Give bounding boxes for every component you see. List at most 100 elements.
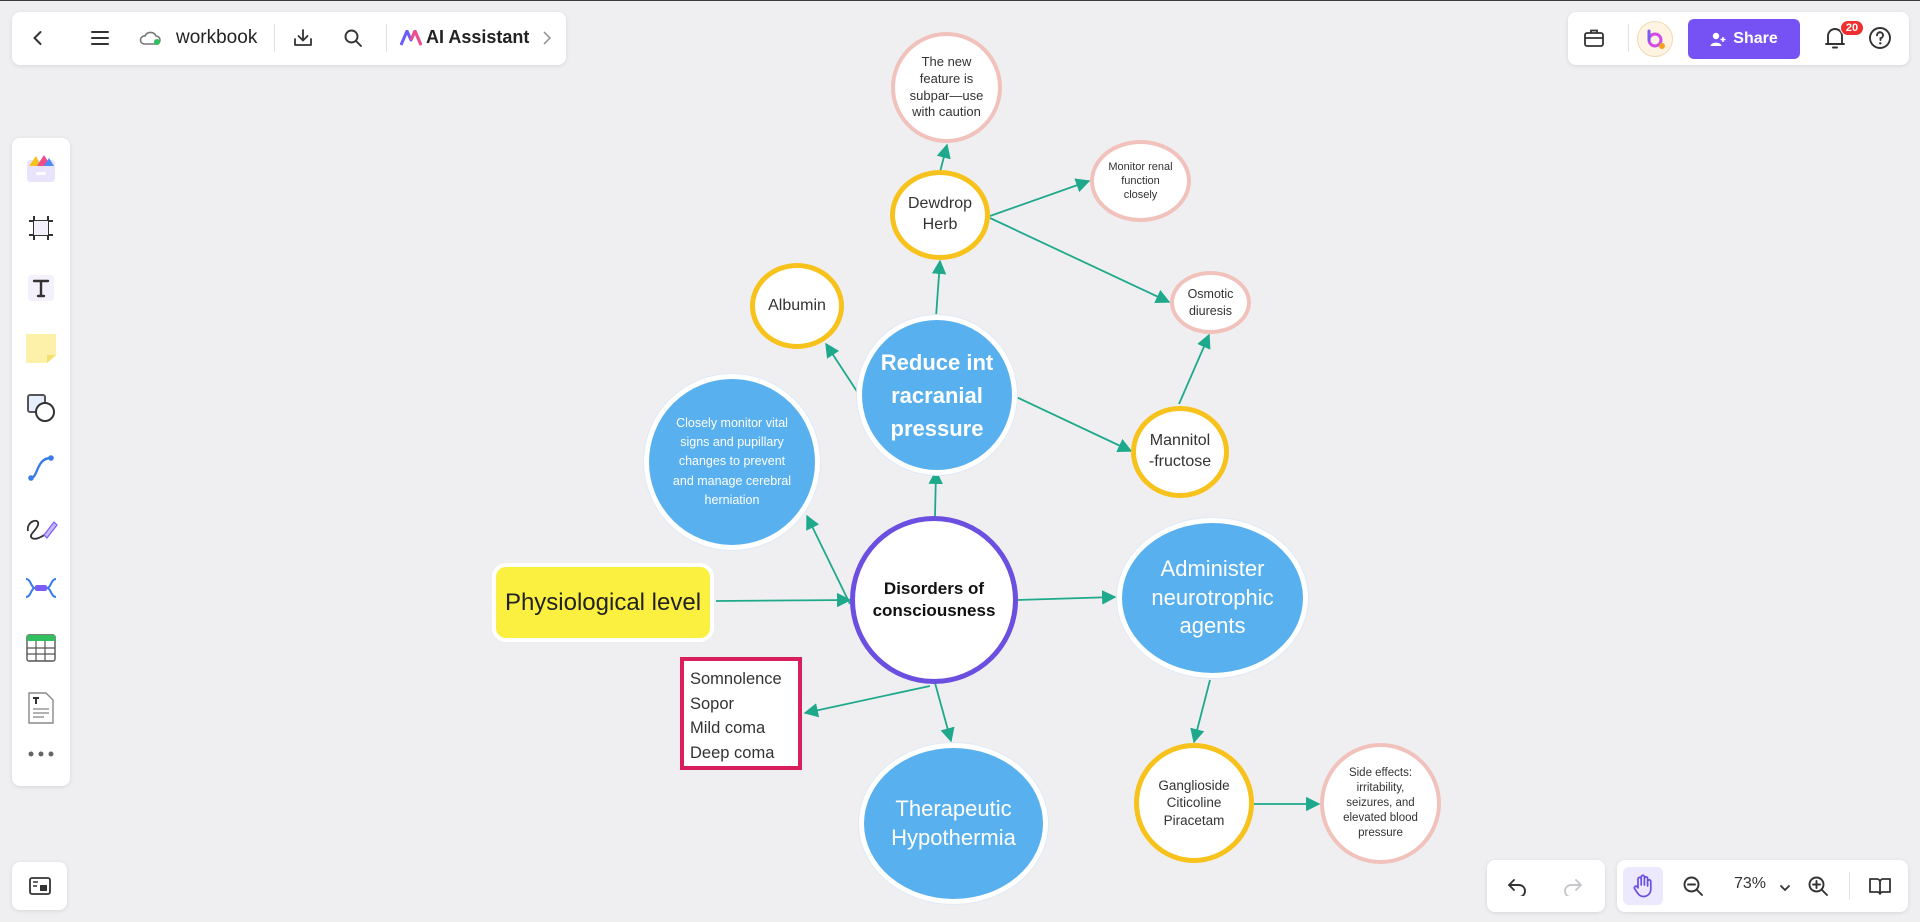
center-node[interactable]: Disorders of consciousness: [850, 516, 1018, 684]
redo-button[interactable]: [1553, 868, 1593, 904]
toolbar-divider: [274, 24, 275, 52]
toolbar-expand-button[interactable]: [542, 30, 552, 51]
chevron-right-icon: [543, 31, 552, 45]
zoom-in-button[interactable]: [1800, 868, 1836, 904]
book-icon: [1869, 878, 1891, 895]
osmotic-node[interactable]: Osmotic diuresis: [1170, 271, 1251, 334]
frame-tool[interactable]: [16, 206, 66, 250]
template-tool[interactable]: [16, 146, 66, 190]
reduce-icp-label: Reduce int racranial pressure: [880, 349, 994, 441]
mindmap-tool[interactable]: [16, 566, 66, 610]
edge-center-levels: [803, 685, 931, 718]
hypothermia-node[interactable]: Therapeutic Hypothermia: [859, 743, 1048, 904]
edge-reduce-albumin: [825, 342, 861, 397]
cloud-icon: [138, 30, 162, 51]
consciousness-levels-box[interactable]: Somnolence Sopor Mild coma Deep coma: [680, 657, 802, 770]
notifications-button[interactable]: [1823, 25, 1851, 53]
frame-icon: [29, 216, 53, 240]
share-button[interactable]: Share: [1688, 19, 1800, 59]
help-button[interactable]: [1868, 26, 1894, 52]
search-button[interactable]: [335, 20, 371, 56]
menu-button[interactable]: [82, 20, 118, 56]
ganglioside-node[interactable]: Ganglioside Citicoline Piracetam: [1134, 743, 1254, 863]
sticky-note-tool[interactable]: [16, 326, 66, 370]
bell-icon: [1825, 28, 1845, 49]
share-label: Share: [1733, 30, 1778, 47]
avatar[interactable]: [1637, 21, 1673, 57]
window-top-border: [0, 0, 1920, 1]
edge-dewdrop-renal: [989, 178, 1091, 217]
side-effects-node[interactable]: Side effects: irritability, seizures, an…: [1320, 743, 1441, 864]
physiological-level-node[interactable]: Physiological level: [492, 563, 714, 642]
renal-node[interactable]: Monitor renal function closely: [1090, 140, 1191, 222]
download-button[interactable]: [285, 20, 321, 56]
document-icon: [28, 692, 54, 724]
shape-tool[interactable]: [16, 386, 66, 430]
document-tool[interactable]: [16, 686, 66, 730]
hand-tool-button[interactable]: [1623, 867, 1663, 905]
albumin-label: Albumin: [768, 296, 826, 314]
dewdrop-node[interactable]: Dewdrop Herb: [890, 170, 990, 260]
monitor-node-label: Closely monitor vital signs and pupillar…: [672, 415, 792, 508]
mannitol-node[interactable]: Mannitol -fructose: [1131, 406, 1229, 498]
zoom-divider: [1849, 872, 1850, 900]
edge-mannitol-osmotic: [1178, 333, 1211, 405]
new-feature-node[interactable]: The new feature is subpar—use with cauti…: [891, 32, 1002, 143]
zoom-in-icon: [1808, 876, 1828, 896]
doc-title[interactable]: workbook: [176, 27, 258, 48]
edge-reduce-mannitol: [1011, 394, 1133, 452]
ai-assistant-label: AI Assistant: [426, 27, 530, 47]
hand-icon: [1633, 874, 1652, 898]
neurotrophic-label: Administer neurotrophic agents: [1151, 556, 1274, 639]
edge-center-hypothermia: [934, 682, 955, 743]
table-tool[interactable]: [16, 626, 66, 670]
albumin-node[interactable]: Albumin: [750, 263, 844, 349]
zoom-value[interactable]: 73%: [1734, 875, 1767, 892]
center-node-label: Disorders of consciousness: [872, 578, 996, 620]
toolbox-button[interactable]: [1576, 20, 1612, 56]
pen-tool[interactable]: [16, 506, 66, 550]
more-tools-button[interactable]: [16, 736, 66, 772]
monitor-node[interactable]: Closely monitor vital signs and pupillar…: [644, 374, 820, 550]
neurotrophic-node[interactable]: Administer neurotrophic agents: [1117, 518, 1308, 678]
menu-icon: [91, 31, 109, 45]
redo-icon: [1564, 879, 1582, 896]
dewdrop-label: Dewdrop Herb: [907, 195, 973, 233]
notification-badge: 20: [1840, 20, 1864, 36]
toolbar-divider: [386, 24, 387, 52]
edge-center-monitor: [806, 514, 851, 605]
ai-assistant-button[interactable]: AI Assistant: [400, 20, 550, 56]
minimap-icon: [28, 877, 51, 895]
connector-tool[interactable]: [16, 446, 66, 490]
table-icon: [26, 634, 56, 662]
minimap-button[interactable]: [12, 862, 67, 910]
download-icon: [294, 29, 312, 46]
undo-button[interactable]: [1497, 868, 1537, 904]
edge-phys-center: [715, 592, 852, 608]
ai-logo-icon: [400, 30, 422, 46]
reduce-icp-node[interactable]: Reduce int racranial pressure: [857, 315, 1017, 475]
left-toolbar: [12, 138, 70, 786]
physiological-level-label: Physiological level: [504, 588, 702, 616]
new-feature-label: The new feature is subpar—use with cauti…: [909, 53, 984, 120]
zoom-dropdown[interactable]: [1779, 880, 1791, 898]
book-button[interactable]: [1862, 868, 1898, 904]
shape-icon: [27, 394, 55, 422]
pen-icon: [27, 519, 58, 540]
mannitol-label: Mannitol -fructose: [1148, 432, 1212, 470]
text-tool[interactable]: [16, 266, 66, 310]
renal-label: Monitor renal function closely: [1108, 160, 1173, 202]
template-icon: [27, 155, 55, 182]
back-button[interactable]: [20, 20, 56, 56]
zoom-out-button[interactable]: [1675, 868, 1711, 904]
edge-reduce-dewdrop: [931, 259, 947, 318]
more-icon: [28, 751, 54, 757]
ganglioside-label: Ganglioside Citicoline Piracetam: [1158, 777, 1230, 828]
toolbox-icon: [1584, 29, 1604, 47]
side-effects-label: Side effects: irritability, seizures, an…: [1343, 767, 1418, 839]
hypothermia-label: Therapeutic Hypothermia: [891, 795, 1016, 850]
search-icon: [344, 29, 362, 47]
back-icon: [33, 31, 42, 45]
level-item: Sopor: [690, 694, 735, 713]
